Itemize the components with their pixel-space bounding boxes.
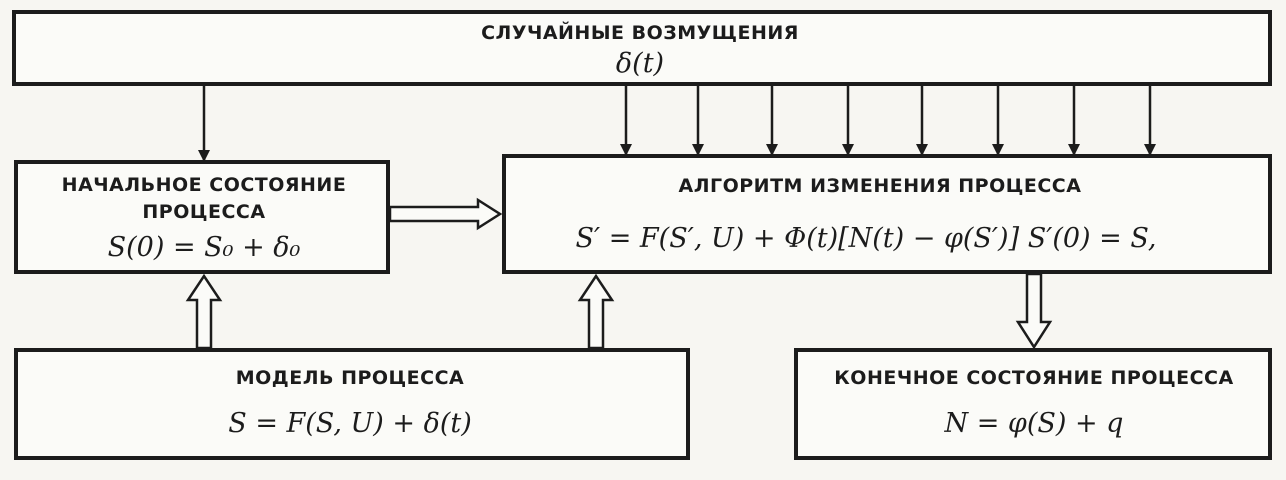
initial-state-title-line2: ПРОЦЕССА [142, 201, 265, 223]
disturbances-formula: δ(t) [616, 48, 664, 79]
initial-state-formula: S(0) = S₀ + δ₀ [108, 232, 301, 263]
final-state-formula: N = φ(S) + q [944, 408, 1124, 439]
initial-state-title-line1: НАЧАЛЬНОЕ СОСТОЯНИЕ [62, 174, 347, 196]
final-state-block: КОНЕЧНОЕ СОСТОЯНИЕ ПРОЦЕССА N = φ(S) + q [794, 348, 1272, 460]
disturbances-box [12, 10, 1272, 86]
initial-to-algorithm-arrow [388, 197, 503, 231]
final-state-title: КОНЕЧНОЕ СОСТОЯНИЕ ПРОЦЕССА [834, 367, 1233, 389]
algorithm-block: АЛГОРИТМ ИЗМЕНЕНИЯ ПРОЦЕССА S′ = F(S′, U… [502, 154, 1272, 274]
model-formula: S = F(S, U) + δ(t) [228, 408, 472, 439]
algorithm-box [502, 154, 1272, 274]
algorithm-formula: S′ = F(S′, U) + Φ(t)[N(t) − φ(S′)] S′(0)… [576, 223, 1157, 254]
algorithm-to-final-arrow [1015, 272, 1053, 350]
disturbances-block: СЛУЧАЙНЫЕ ВОЗМУЩЕНИЯ δ(t) [12, 10, 1272, 86]
initial-state-block: НАЧАЛЬНОЕ СОСТОЯНИЕ ПРОЦЕССА S(0) = S₀ +… [14, 160, 390, 274]
model-block: МОДЕЛЬ ПРОЦЕССА S = F(S, U) + δ(t) [14, 348, 690, 460]
model-to-algorithm-arrow [577, 273, 615, 350]
algorithm-title: АЛГОРИТМ ИЗМЕНЕНИЯ ПРОЦЕССА [679, 175, 1082, 197]
model-to-initial-arrow [185, 273, 223, 350]
disturbances-title: СЛУЧАЙНЫЕ ВОЗМУЩЕНИЯ [481, 21, 799, 44]
initial-state-box [14, 160, 390, 274]
final-state-box [794, 348, 1272, 460]
model-title: МОДЕЛЬ ПРОЦЕССА [236, 367, 465, 389]
model-box [14, 348, 690, 460]
